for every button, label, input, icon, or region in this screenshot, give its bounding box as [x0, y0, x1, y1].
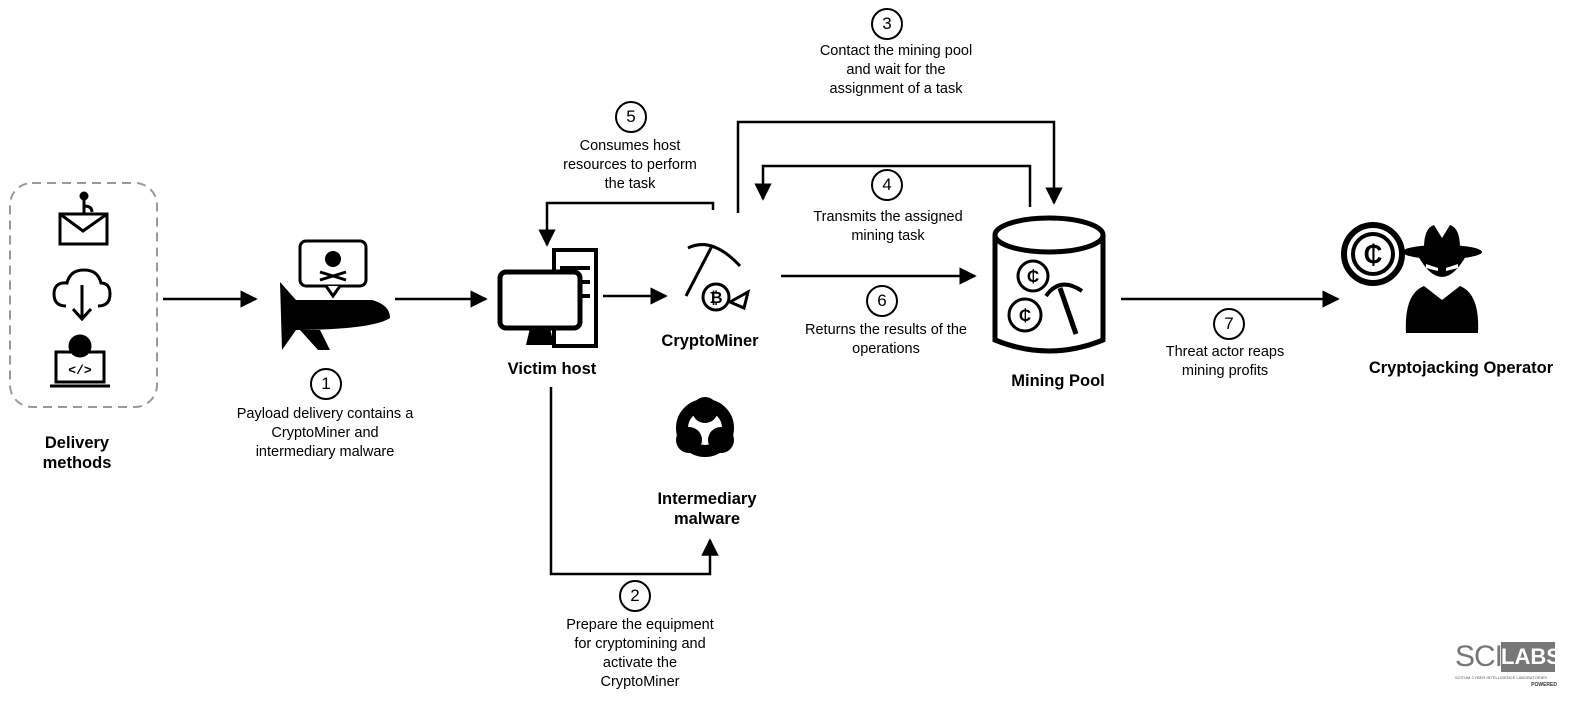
logo-tagline: SCITUM CYBER INTELLIGENCE LABORATORIES — [1455, 675, 1548, 680]
step-5-badge: 5 — [615, 101, 647, 133]
biohazard-icon — [676, 397, 734, 457]
step-2-text: Prepare the equipment for cryptomining a… — [566, 617, 714, 690]
step-3-text: Contact the mining pool and wait for the… — [819, 43, 973, 97]
arrow-step4 — [754, 164, 1032, 207]
malicious-laptop-icon: </> — [50, 334, 110, 388]
logo-labs: LABS — [1501, 642, 1561, 672]
svg-text:₵: ₵ — [1364, 239, 1383, 269]
step-6-badge: 6 — [866, 285, 898, 317]
step-7-text: Threat actor reaps mining profits — [1165, 344, 1285, 379]
delivery-methods-box — [9, 182, 158, 408]
svg-text:₵: ₵ — [1027, 267, 1039, 286]
cryptominer-label: CryptoMiner — [661, 332, 759, 350]
step-3-badge: 3 — [871, 8, 903, 40]
svg-text:₿: ₿ — [709, 289, 722, 307]
intermediary-malware-label: Intermediary malware — [657, 490, 757, 528]
arrows — [163, 120, 1340, 576]
cloud-download-icon — [52, 268, 112, 322]
logo-sci: SCI — [1455, 640, 1503, 673]
phishing-email-icon — [58, 191, 109, 246]
pickaxe-bitcoin-icon: ₿ — [684, 243, 751, 312]
cryptojacking-operator-label: Cryptojacking Operator — [1368, 359, 1554, 377]
step-6-text: Returns the results of the operations — [805, 322, 967, 357]
step-1-badge: 1 — [310, 368, 342, 400]
step-4-badge: 4 — [871, 169, 903, 201]
step-5-text: Consumes host resources to perform the t… — [563, 138, 697, 192]
svg-text:</>: </> — [68, 363, 92, 378]
desktop-computer-icon — [497, 248, 598, 348]
hacker-icon — [1402, 225, 1482, 333]
arrow-step3 — [736, 120, 1063, 213]
coin-icon: ₵ — [1341, 222, 1405, 286]
step-7-badge: 7 — [1213, 308, 1245, 340]
scilabs-logo: SCI LABS SCITUM CYBER INTELLIGENCE LABOR… — [1455, 640, 1561, 696]
step-1-text: Payload delivery contains a CryptoMiner … — [236, 406, 414, 460]
svg-text:₵: ₵ — [1019, 306, 1031, 325]
mining-pool-cylinder-icon: ₵ ₵ — [992, 215, 1106, 354]
delivery-methods-label: Delivery methods — [42, 434, 112, 472]
arrow-step5 — [538, 201, 715, 247]
victim-host-label: Victim host — [507, 360, 597, 378]
step-2-badge: 2 — [619, 580, 651, 612]
step-4-text: Transmits the assigned mining task — [813, 209, 963, 244]
arrow-step2 — [549, 387, 719, 576]
mining-pool-label: Mining Pool — [1011, 372, 1105, 390]
malware-spaceship-icon — [280, 239, 390, 350]
logo-powered: POWERED — [1531, 682, 1557, 688]
